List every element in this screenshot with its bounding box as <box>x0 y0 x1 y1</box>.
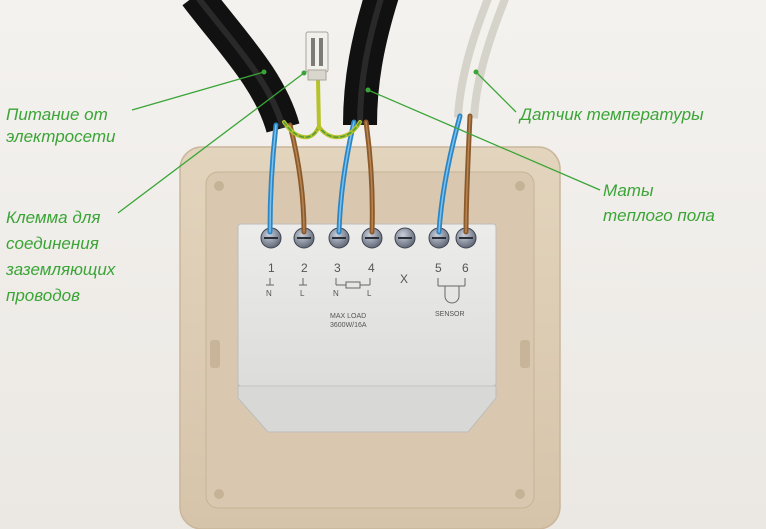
leader-line-ground <box>117 72 305 214</box>
label-line: Питание от <box>6 105 108 124</box>
max-load-value: 3600W/16A <box>330 322 367 329</box>
wires <box>267 78 473 235</box>
terminal-number-6: 6 <box>462 261 469 275</box>
mounting-hole-icon <box>210 181 530 499</box>
sensor-text: SENSOR <box>435 311 465 318</box>
terminal-screw-icon <box>293 227 315 249</box>
terminal-number-1: 1 <box>268 261 275 275</box>
max-load-title: MAX LOAD <box>330 313 366 320</box>
label-line: Маты <box>603 181 654 200</box>
terminal-letter-n: N <box>266 289 272 298</box>
terminal-markings: 1 2 3 4 X 5 6 N L N L MAX LOAD <box>266 261 469 329</box>
terminal-letter-n: N <box>333 289 339 298</box>
label-line: заземляющих <box>6 260 116 279</box>
power-symbol-icon <box>266 278 307 286</box>
label-line: проводов <box>6 286 80 305</box>
terminal-number-4: 4 <box>368 261 375 275</box>
label-line: соединения <box>6 234 99 253</box>
label-line: Датчик температуры <box>520 105 704 124</box>
terminal-number-5: 5 <box>435 261 442 275</box>
terminal-screw-icon <box>361 227 383 249</box>
unused-terminal-mark: X <box>400 272 408 286</box>
label-line: теплого пола <box>603 206 715 225</box>
terminal-screw-icon <box>328 227 350 249</box>
label-temperature-sensor: Датчик температуры <box>520 104 704 126</box>
label-power-supply: Питание от электросети <box>6 104 116 148</box>
terminal-number-3: 3 <box>334 261 341 275</box>
heater-load-icon <box>335 278 371 289</box>
terminal-letter-l: L <box>367 289 372 298</box>
leader-lines <box>117 71 601 214</box>
leader-dots <box>261 69 479 93</box>
ground-clamp-icon <box>305 31 329 81</box>
leader-line-mats <box>367 89 601 191</box>
label-line: электросети <box>6 127 116 146</box>
terminal-letter-l: L <box>300 289 305 298</box>
terminal-number-2: 2 <box>301 261 308 275</box>
leader-line-power <box>131 71 265 111</box>
terminal-screw-icon <box>260 227 282 249</box>
leader-line-sensor <box>475 71 517 113</box>
label-heating-mats: Маты теплого пола <box>603 178 715 228</box>
terminal-screw-icon <box>394 227 416 249</box>
thermostat-module <box>237 223 497 433</box>
screw-terminals <box>260 227 477 249</box>
cables <box>182 0 509 133</box>
label-line: Клемма для <box>6 208 101 227</box>
label-ground-clamp: Клемма для соединения заземляющих провод… <box>6 205 115 309</box>
sensor-symbol-icon <box>437 278 466 304</box>
